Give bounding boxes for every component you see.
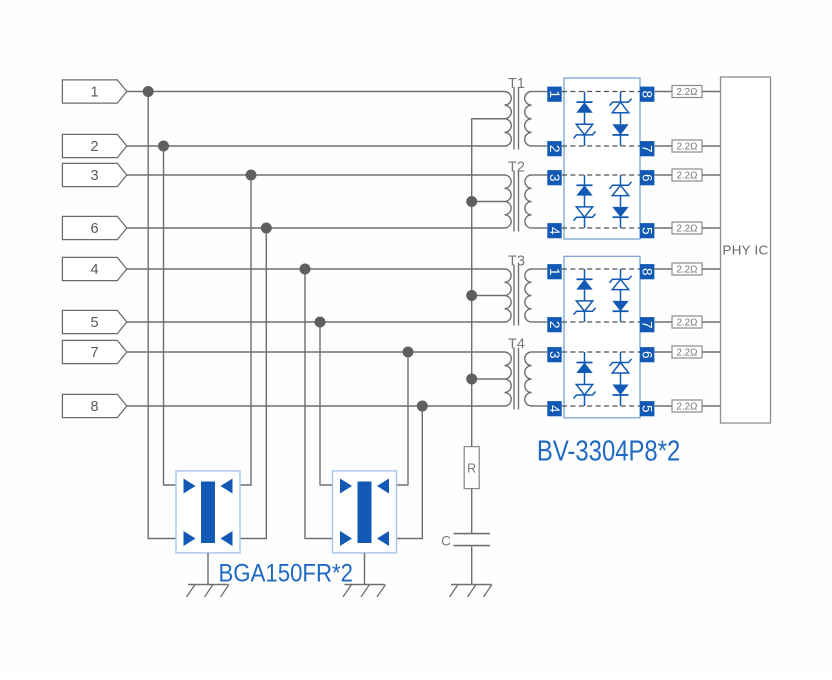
- svg-text:2.2Ω: 2.2Ω: [677, 401, 698, 412]
- svg-text:2: 2: [547, 321, 562, 329]
- svg-text:3: 3: [547, 174, 562, 182]
- svg-text:7: 7: [640, 321, 655, 329]
- svg-text:2.2Ω: 2.2Ω: [677, 347, 698, 358]
- svg-text:C: C: [441, 533, 451, 548]
- svg-text:8: 8: [90, 399, 98, 415]
- svg-text:T2: T2: [508, 160, 525, 176]
- svg-text:BV-3304P8*2: BV-3304P8*2: [537, 436, 680, 468]
- svg-text:4: 4: [547, 405, 562, 413]
- svg-text:8: 8: [640, 90, 655, 98]
- svg-text:PHY IC: PHY IC: [723, 243, 769, 258]
- svg-text:3: 3: [547, 351, 562, 359]
- svg-text:3: 3: [90, 168, 98, 184]
- svg-text:8: 8: [640, 268, 655, 276]
- svg-text:4: 4: [90, 262, 98, 278]
- svg-text:6: 6: [90, 221, 98, 237]
- svg-text:2: 2: [547, 145, 562, 153]
- svg-text:BGA150FR*2: BGA150FR*2: [219, 560, 354, 588]
- svg-text:2: 2: [90, 139, 98, 155]
- svg-text:T1: T1: [508, 76, 525, 92]
- svg-text:5: 5: [640, 227, 655, 235]
- svg-text:2.2Ω: 2.2Ω: [677, 317, 698, 328]
- svg-text:T3: T3: [508, 254, 525, 270]
- svg-text:2.2Ω: 2.2Ω: [677, 170, 698, 181]
- svg-text:7: 7: [90, 345, 98, 361]
- svg-text:R: R: [467, 461, 476, 475]
- svg-text:7: 7: [640, 145, 655, 153]
- svg-text:2.2Ω: 2.2Ω: [677, 141, 698, 152]
- svg-text:6: 6: [640, 351, 655, 359]
- svg-text:5: 5: [90, 315, 98, 331]
- svg-text:T4: T4: [508, 337, 525, 353]
- svg-text:5: 5: [640, 405, 655, 413]
- svg-text:2.2Ω: 2.2Ω: [677, 223, 698, 234]
- svg-text:1: 1: [90, 85, 98, 101]
- svg-text:6: 6: [640, 174, 655, 182]
- svg-text:2.2Ω: 2.2Ω: [677, 87, 698, 98]
- svg-text:1: 1: [547, 90, 562, 98]
- svg-text:1: 1: [547, 268, 562, 276]
- svg-text:4: 4: [547, 227, 562, 235]
- svg-text:2.2Ω: 2.2Ω: [677, 264, 698, 275]
